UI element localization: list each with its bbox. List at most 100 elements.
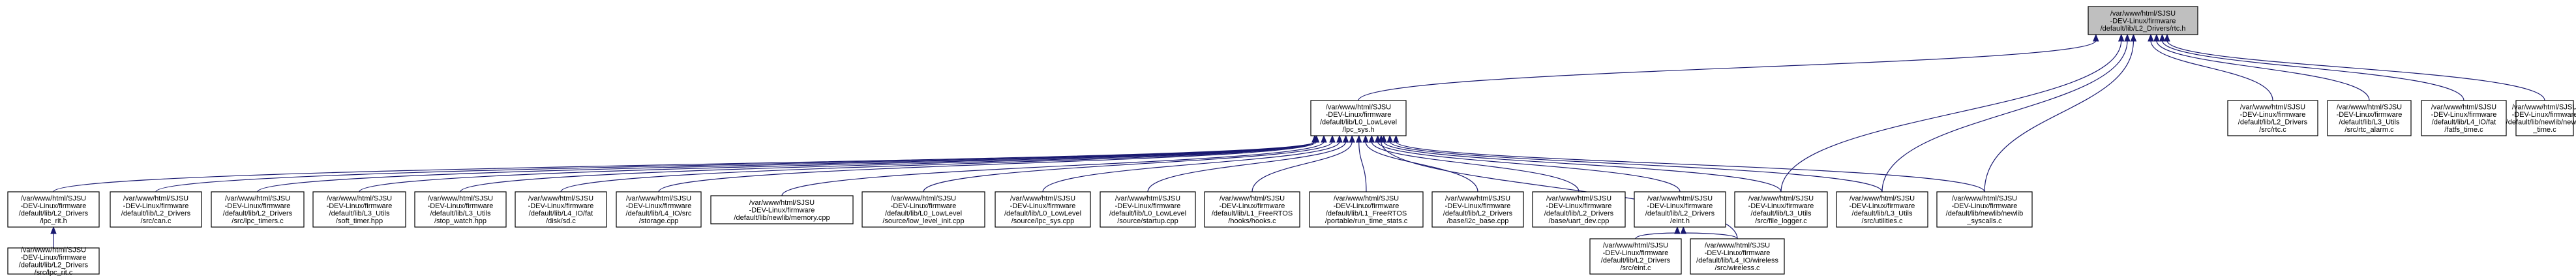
node-startup_cpp[interactable]: /var/www/html/SJSU-DEV-Linux/firmware/de…: [1100, 191, 1196, 228]
node-label-line: /var/www/html/SJSU: [1115, 195, 1180, 203]
edge-rtc_h-lpc_sys_h: [1358, 40, 2097, 101]
arrowhead-eint_h-wireless_c: [1680, 226, 1687, 234]
node-hooks_c[interactable]: /var/www/html/SJSU-DEV-Linux/firmware/de…: [1204, 191, 1300, 228]
node-label-line: /src/rtc.c: [2259, 126, 2286, 134]
node-eint_c[interactable]: /var/www/html/SJSU-DEV-Linux/firmware/de…: [1589, 238, 1682, 275]
node-label-line: /base/i2c_base.cpp: [1447, 217, 1509, 225]
node-lpc_rit_c[interactable]: /var/www/html/SJSU-DEV-Linux/firmware/de…: [7, 247, 100, 276]
node-box: [1309, 191, 1424, 228]
node-label-line: /default/lib/L0_LowLevel: [1320, 119, 1397, 127]
node-label-line: /src/file_logger.c: [1755, 217, 1807, 225]
edge-lpc_sys_h-i2c_base_cpp: [1365, 141, 1478, 192]
node-label-line: -DEV-Linux/firmware: [123, 202, 189, 210]
node-run_time_stats_c[interactable]: /var/www/html/SJSU-DEV-Linux/firmware/de…: [1309, 191, 1424, 228]
node-box: [1690, 238, 1785, 275]
arrowhead-rtc_h-syscalls_c: [2130, 33, 2137, 42]
node-box: [616, 191, 702, 228]
edge-lpc_sys_h-startup_cpp: [1147, 141, 1347, 192]
node-label-line: /source/startup.cpp: [1117, 217, 1178, 225]
node-can_c[interactable]: /var/www/html/SJSU-DEV-Linux/firmware/de…: [110, 191, 202, 228]
edge-rtc_h-fatfs_time_c: [2161, 40, 2464, 101]
node-label-line: /default/lib/L2_Drivers: [1443, 210, 1513, 218]
node-lpc_timers_c[interactable]: /var/www/html/SJSU-DEV-Linux/firmware/de…: [211, 191, 305, 228]
node-label-line: /base/uart_dev.cpp: [1549, 217, 1610, 225]
node-memory_cpp[interactable]: /var/www/html/SJSU-DEV-Linux/firmware/de…: [710, 195, 854, 224]
edge-rtc_h-syscalls_c: [1984, 40, 2134, 192]
edge-lpc_sys_h-low_level_init_cpp: [923, 141, 1333, 192]
node-box: [414, 191, 507, 228]
node-box: [1734, 191, 1828, 228]
node-label-line: _syscalls.c: [1966, 217, 2002, 225]
node-utilities_c[interactable]: /var/www/html/SJSU-DEV-Linux/firmware/de…: [1836, 191, 1928, 228]
node-label-line: -DEV-Linux/firmware: [1748, 202, 1814, 210]
node-label-line: -DEV-Linux/firmware: [2240, 111, 2306, 119]
node-label-line: /var/www/html/SJSU: [21, 247, 86, 254]
node-wireless_c[interactable]: /var/www/html/SJSU-DEV-Linux/firmware/de…: [1690, 238, 1785, 275]
edge-lpc_sys_h-utilities_c: [1389, 141, 1883, 192]
node-label-line: /default/lib/L2_Drivers: [19, 262, 89, 269]
arrowhead-lpc_sys_h-startup_cpp: [1342, 134, 1349, 143]
arrowhead-lpc_sys_h-utilities_c: [1386, 134, 1393, 143]
node-label-line: -DEV-Linux/firmware: [1546, 202, 1612, 210]
node-lpc_sys_h[interactable]: /var/www/html/SJSU-DEV-Linux/firmware/de…: [1310, 100, 1407, 136]
node-rtc_c[interactable]: /var/www/html/SJSU-DEV-Linux/firmware/de…: [2227, 100, 2318, 136]
node-box: [110, 191, 202, 228]
node-label-line: /var/www/html/SJSU: [626, 195, 691, 203]
edge-lpc_sys_h-memory_cpp: [781, 141, 1325, 196]
node-stop_watch_hpp[interactable]: /var/www/html/SJSU-DEV-Linux/firmware/de…: [414, 191, 507, 228]
node-lpc_sys_cpp[interactable]: /var/www/html/SJSU-DEV-Linux/firmware/de…: [995, 191, 1091, 228]
node-box: [1310, 100, 1407, 136]
arrowhead-rtc_h-newlib_time_c: [2164, 33, 2170, 42]
node-box: [2515, 100, 2574, 136]
node-label-line: -DEV-Linux/firmware: [891, 202, 957, 210]
node-label-line: /lpc_rit.h: [40, 217, 67, 225]
node-storage_cpp[interactable]: /var/www/html/SJSU-DEV-Linux/firmware/de…: [616, 191, 702, 228]
node-label-line: /default/lib/newlib/newlib: [2506, 119, 2576, 127]
node-label-line: /default/lib/L2_Drivers: [121, 210, 191, 218]
node-label-line: /default/lib/L2_Drivers/rtc.h: [2101, 25, 2186, 33]
arrowhead-lpc_sys_h-storage_cpp: [1313, 134, 1320, 143]
node-label-line: /var/www/html/SJSU: [428, 195, 493, 203]
edge-rtc_h-newlib_time_c: [2166, 40, 2545, 101]
node-label-line: -DEV-Linux/firmware: [2431, 111, 2497, 119]
node-label-line: /default/lib/L2_Drivers: [1645, 210, 1715, 218]
node-sd_c[interactable]: /var/www/html/SJSU-DEV-Linux/firmware/de…: [515, 191, 607, 228]
node-label-line: /src/utilities.c: [1862, 217, 1903, 225]
node-fatfs_time_c[interactable]: /var/www/html/SJSU-DEV-Linux/firmware/de…: [2421, 100, 2507, 136]
node-box: [515, 191, 607, 228]
node-label-line: /default/lib/L3_Utils: [1751, 210, 1812, 218]
arrowhead-rtc_h-rtc_c: [2148, 33, 2154, 42]
arrowhead-rtc_h-file_logger_c: [2118, 33, 2125, 42]
node-uart_dev_cpp[interactable]: /var/www/html/SJSU-DEV-Linux/firmware/de…: [1532, 191, 1626, 228]
node-label-line: -DEV-Linux/firmware: [1334, 202, 1400, 210]
node-i2c_base_cpp[interactable]: /var/www/html/SJSU-DEV-Linux/firmware/de…: [1431, 191, 1524, 228]
node-label-line: /default/lib/L3_Utils: [329, 210, 390, 218]
node-file_logger_c[interactable]: /var/www/html/SJSU-DEV-Linux/firmware/de…: [1734, 191, 1828, 228]
node-lpc_rit_h[interactable]: /var/www/html/SJSU-DEV-Linux/firmware/de…: [7, 191, 100, 228]
arrowhead-rtc_h-utilities_c: [2124, 33, 2131, 42]
node-label-line: /default/lib/L1_FreeRTOS: [1212, 210, 1293, 218]
node-label-line: /var/www/html/SJSU: [1748, 195, 1814, 203]
node-box: [861, 191, 985, 228]
node-label-line: /var/www/html/SJSU: [1546, 195, 1611, 203]
node-eint_h[interactable]: /var/www/html/SJSU-DEV-Linux/firmware/de…: [1634, 191, 1726, 228]
node-rtc_alarm_c[interactable]: /var/www/html/SJSU-DEV-Linux/firmware/de…: [2327, 100, 2412, 136]
node-label-line: -DEV-Linux/firmware: [21, 254, 87, 262]
node-label-line: /hooks/hooks.c: [1228, 217, 1276, 225]
node-rtc_h[interactable]: /var/www/html/SJSU-DEV-Linux/firmware/de…: [2088, 6, 2198, 35]
node-label-line: -DEV-Linux/firmware: [225, 202, 291, 210]
node-label-line: /default/lib/L4_IO/wireless: [1696, 257, 1778, 265]
node-label-line: /default/lib/L0_LowLevel: [885, 210, 962, 218]
node-label-line: /var/www/html/SJSU: [2337, 104, 2402, 112]
node-box: [1836, 191, 1928, 228]
node-soft_timer_hpp[interactable]: /var/www/html/SJSU-DEV-Linux/firmware/de…: [312, 191, 406, 228]
edge-rtc_h-rtc_alarm_c: [2156, 40, 2370, 101]
node-label-line: /eint.h: [1670, 217, 1690, 225]
node-newlib_time_c[interactable]: /var/www/html/SJSU-DEV-Linux/firmware/de…: [2506, 100, 2576, 136]
node-label-line: /src/rtc_alarm.c: [2344, 126, 2394, 134]
node-low_level_init_cpp[interactable]: /var/www/html/SJSU-DEV-Linux/firmware/de…: [861, 191, 985, 228]
node-syscalls_c[interactable]: /var/www/html/SJSU-DEV-Linux/firmware/de…: [1936, 191, 2033, 228]
node-label-line: /var/www/html/SJSU: [1647, 195, 1713, 203]
arrowhead-lpc_sys_h-syscalls_c: [1392, 134, 1400, 143]
node-label-line: /var/www/html/SJSU: [2110, 10, 2176, 18]
